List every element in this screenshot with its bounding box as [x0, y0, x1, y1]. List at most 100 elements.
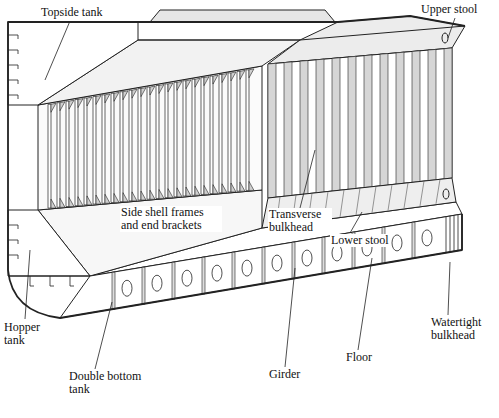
end-bracket [222, 184, 227, 193]
end-bracket [78, 197, 83, 206]
transverse-bulkhead [268, 48, 452, 198]
longitudinal [8, 80, 18, 84]
longitudinal [50, 276, 54, 286]
part-label: Watertight bulkhead [430, 316, 494, 342]
corrugation [364, 55, 372, 188]
stool-rib [372, 186, 376, 212]
frame [129, 90, 132, 201]
longitudinal [8, 65, 18, 69]
end-bracket [195, 78, 200, 87]
end-bracket [51, 103, 56, 112]
end-bracket [177, 81, 182, 90]
leader-line [358, 258, 372, 350]
end-bracket [78, 99, 83, 108]
end-bracket [222, 73, 227, 82]
access-hole [442, 33, 448, 43]
longitudinals [8, 35, 74, 286]
upper-stool-edge [300, 26, 465, 40]
corrugations [268, 48, 452, 198]
stool-rib [388, 185, 392, 211]
floor-plate [142, 267, 145, 304]
end-bracket [204, 185, 209, 194]
lightening-hole [212, 265, 222, 281]
end-bracket [87, 97, 92, 106]
end-bracket [213, 75, 218, 84]
part-label: Girder [268, 368, 301, 381]
lightening-hole [182, 270, 192, 286]
floor-plate [172, 262, 175, 299]
part-label: Side shell frames and end brackets [120, 206, 222, 232]
end-bracket [240, 70, 245, 79]
corrugation [268, 63, 276, 198]
corrugation [348, 56, 356, 189]
leader-line [45, 21, 70, 80]
end-bracket [177, 188, 182, 197]
end-bracket [69, 198, 74, 207]
end-bracket [213, 185, 218, 194]
stool-rib [420, 181, 424, 206]
end-bracket [159, 189, 164, 198]
hull-outline [8, 16, 465, 318]
stool-rib [356, 188, 360, 215]
end-bracket [105, 94, 110, 103]
floor-plate [202, 257, 205, 294]
end-bracket [186, 80, 191, 89]
end-bracket [114, 92, 119, 101]
end-bracket [249, 181, 254, 190]
hatch-side-girder [138, 40, 300, 41]
hatch-coaming [150, 10, 335, 22]
lightening-hole [122, 280, 132, 296]
frame [66, 101, 69, 206]
leader-line [285, 268, 295, 367]
lightening-hole [392, 235, 402, 251]
part-label: Transverse bulkhead [268, 208, 332, 234]
watertight-stiffener [454, 215, 455, 251]
end-bracket [168, 83, 173, 92]
end-bracket [60, 102, 65, 111]
part-label: Upper stool [420, 3, 478, 16]
frame [219, 74, 222, 192]
lightening-hole [272, 255, 282, 271]
floor-plate [322, 237, 325, 273]
end-bracket [51, 199, 56, 208]
frame [192, 79, 195, 195]
lightening-hole [422, 230, 432, 246]
end-bracket [105, 194, 110, 203]
hopper-tank-section [8, 210, 90, 276]
corrugation [316, 59, 324, 193]
end-bracket [132, 89, 137, 98]
end-bracket [87, 196, 92, 205]
lightening-hole [152, 275, 162, 291]
longitudinal [70, 276, 74, 286]
topside-tank-section [8, 22, 138, 105]
corrugation [380, 54, 388, 186]
end-bracket [249, 69, 254, 78]
part-label: Lower stool [330, 234, 390, 247]
longitudinal [30, 276, 34, 286]
end-bracket [123, 91, 128, 100]
stool-rib [436, 179, 440, 203]
frame [183, 81, 186, 196]
frame [138, 89, 141, 200]
leader-line [448, 18, 455, 38]
watertight-stiffener [450, 216, 451, 252]
end-bracket [150, 190, 155, 199]
frame [84, 98, 87, 205]
leader-line [300, 150, 315, 208]
corrugation [396, 52, 404, 184]
frame [228, 73, 231, 192]
leader-lines [25, 18, 455, 369]
watertight-stiffener [458, 215, 459, 251]
end-bracket [96, 195, 101, 204]
end-bracket [204, 77, 209, 86]
watertight-stiffener [446, 217, 447, 253]
frame [75, 100, 78, 206]
frame [48, 104, 51, 208]
end-bracket [96, 95, 101, 104]
floor-plate [232, 252, 235, 289]
end-bracket [150, 86, 155, 95]
frame [174, 82, 177, 197]
access-hole [443, 189, 449, 199]
longitudinal [8, 225, 18, 229]
longitudinal [8, 255, 18, 259]
